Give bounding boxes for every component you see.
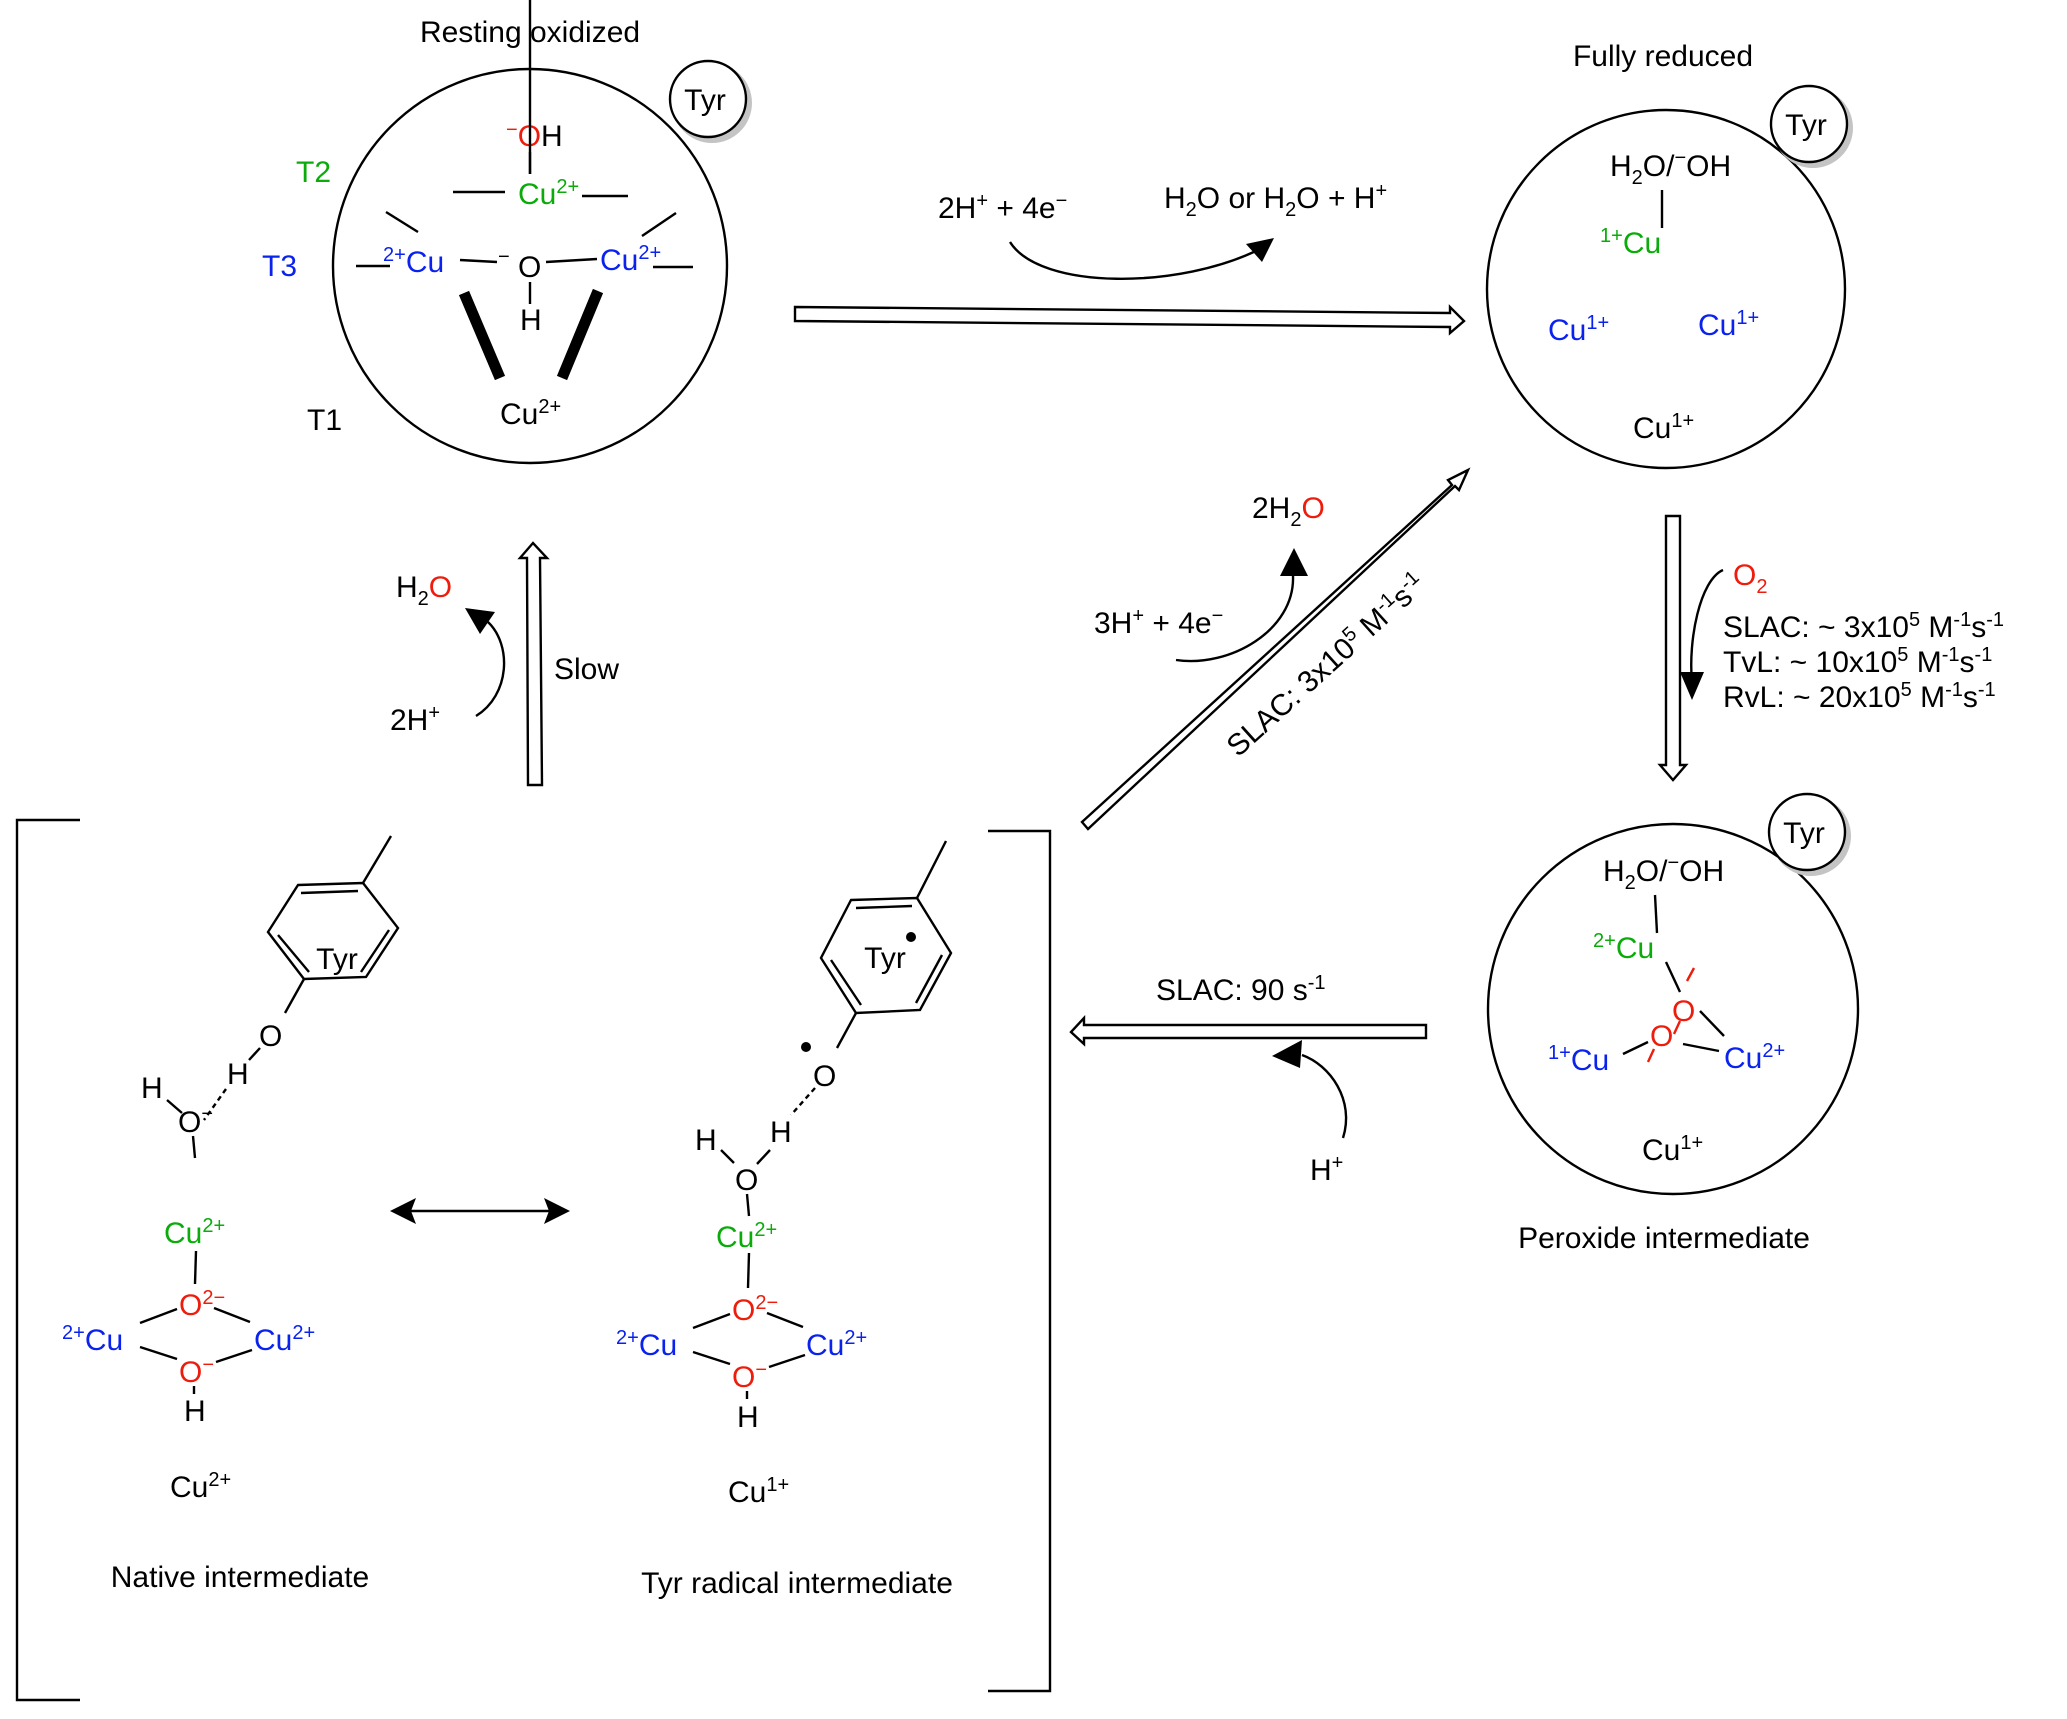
native-intermediate-title: Native intermediate <box>111 1561 369 1594</box>
water-hydroxide-ligand: H2O/−OH <box>1603 852 1724 894</box>
t1-copper: Cu1+ <box>1633 410 1694 445</box>
t3-left-copper: 2+Cu <box>383 244 444 279</box>
t1-copper: Cu2+ <box>500 396 561 431</box>
svg-text:Tyr: Tyr <box>864 942 906 975</box>
bridging-hydroxide-o: −O <box>498 246 541 284</box>
t1-copper: Cu2+ <box>170 1469 231 1504</box>
t3-right-copper: Cu2+ <box>600 242 661 277</box>
fully-reduced-state: Fully reduced Tyr H2O/−OH 1+Cu Cu1+ Cu1+… <box>1485 40 1853 470</box>
slow-label: Slow <box>554 653 619 686</box>
peroxo-oxygen-1: O <box>1672 995 1695 1028</box>
radical-dot-icon <box>906 932 916 942</box>
t3-left-copper: 1+Cu <box>1548 1042 1609 1077</box>
t1-copper: Cu1+ <box>1642 1132 1703 1167</box>
resonance-double-arrow <box>390 1198 570 1224</box>
t2-copper: Cu2+ <box>518 176 579 211</box>
fully-reduced-title: Fully reduced <box>1573 40 1753 73</box>
hydroxo-bridge: O− <box>179 1354 214 1389</box>
t1-copper: Cu1+ <box>728 1474 789 1509</box>
peroxide-intermediate-state: Tyr H2O/−OH 2+Cu O O 1+Cu Cu2+ Cu1+ Pero… <box>1486 792 1860 1255</box>
oxo-bridge: O2− <box>732 1292 778 1327</box>
native-reduction-reactants: 3H+ + 4e− <box>1094 605 1223 640</box>
t2-copper: Cu2+ <box>164 1215 225 1250</box>
peroxide-decay-rate: SLAC: 90 s-1 <box>1156 972 1326 1007</box>
reduction-products: H2O or H2O + H+ <box>1164 180 1387 221</box>
svg-text:Tyr: Tyr <box>1785 109 1827 142</box>
o2-reagent: O2 <box>1733 559 1767 598</box>
phenoxyl-oxygen: O <box>813 1060 836 1093</box>
native-reduction-reaction-arrow: 3H+ + 4e− 2H2O SLAC: 3x105 M-1s-1 <box>1080 467 1471 831</box>
tyrosine-ring: Tyr <box>266 835 400 1014</box>
tyr-badge: Tyr <box>668 59 752 143</box>
water-hydrogen-2: H <box>770 1116 792 1149</box>
hydroxo-hydrogen: H <box>737 1401 759 1434</box>
reduction-reaction-arrow: 2H+ + 4e− H2O or H2O + H+ <box>793 180 1466 336</box>
tyr-radical-intermediate-title: Tyr radical intermediate <box>641 1567 953 1600</box>
water-hydroxide-ligand: H2O/−OH <box>1610 147 1731 189</box>
phenol-oxygen: O <box>259 1020 282 1053</box>
svg-text:Tyr: Tyr <box>684 84 726 117</box>
peroxide-intermediate-title: Peroxide intermediate <box>1518 1222 1810 1255</box>
water-hydrogen: H <box>141 1072 163 1105</box>
bridging-hydroxide-h: H <box>520 304 542 337</box>
proton-reagent: H+ <box>1310 1152 1343 1187</box>
t3-right-copper: Cu2+ <box>1724 1040 1785 1075</box>
o2-binding-reaction-arrow: O2 SLAC: ~ 3x105 M-1s-1 TvL: ~ 10x105 M-… <box>1657 514 2004 782</box>
oxo-bridge: O2− <box>179 1287 225 1322</box>
native-reduction-rate: SLAC: 3x105 M-1s-1 <box>1219 566 1432 763</box>
phenol-hydrogen: H <box>227 1058 249 1091</box>
t2-copper: 2+Cu <box>1593 930 1654 965</box>
tyrosyl-ring: Tyr <box>819 840 953 1049</box>
water-oxygen: O− <box>178 1103 213 1139</box>
o2-rate-slac: SLAC: ~ 3x105 M-1s-1 <box>1723 609 2004 644</box>
t3-right-copper: Cu1+ <box>1698 307 1759 342</box>
water-oxygen: O <box>735 1164 758 1197</box>
svg-text:Tyr: Tyr <box>316 943 358 976</box>
t3-left-copper: 2+Cu <box>616 1327 677 1362</box>
peroxide-decay-reaction-arrow: SLAC: 90 s-1 H+ <box>1069 972 1428 1187</box>
hydroxo-hydrogen: H <box>184 1395 206 1428</box>
t2-hydroxide: −OH <box>506 119 563 153</box>
slow-decay-products: H2O <box>396 571 452 610</box>
slow-decay-reactants: 2H+ <box>390 702 440 737</box>
svg-text:Tyr: Tyr <box>1783 817 1825 850</box>
t2-copper: 1+Cu <box>1600 225 1661 260</box>
native-intermediate-state: Tyr O H H O− Cu2+ O2− 2+Cu Cu2+ O− H Cu2… <box>62 835 400 1594</box>
tyr-radical-intermediate-state: Tyr O H H O Cu2+ O2− 2+Cu Cu2+ O− H Cu1+… <box>616 840 953 1600</box>
peroxo-oxygen-2: O <box>1650 1020 1673 1053</box>
t3-left-copper: Cu1+ <box>1548 312 1609 347</box>
slow-decay-reaction-arrow: Slow 2H+ H2O <box>390 541 619 787</box>
water-hydrogen-1: H <box>695 1124 717 1157</box>
site-label-t2: T2 <box>296 156 331 189</box>
t2-copper: Cu2+ <box>716 1219 777 1254</box>
o2-rate-rvl: RvL: ~ 20x105 M-1s-1 <box>1723 679 1996 714</box>
radical-dot-icon <box>801 1042 811 1052</box>
o2-rate-tvl: TvL: ~ 10x105 M-1s-1 <box>1723 644 1992 679</box>
resting-oxidized-state: Resting oxidized Tyr T2 T3 T1 −OH Cu2+ 2… <box>262 0 752 465</box>
native-reduction-products: 2H2O <box>1252 492 1325 531</box>
t3-right-copper: Cu2+ <box>806 1327 867 1362</box>
tyr-badge: Tyr <box>1769 84 1853 168</box>
t3-right-copper: Cu2+ <box>254 1322 315 1357</box>
site-label-t1: T1 <box>307 404 342 437</box>
site-label-t3: T3 <box>262 250 297 283</box>
reduction-reactants: 2H+ + 4e− <box>938 190 1067 225</box>
hydroxo-bridge: O− <box>732 1359 767 1394</box>
t3-left-copper: 2+Cu <box>62 1322 123 1357</box>
intermediate-brackets <box>15 818 1052 1702</box>
tyr-badge: Tyr <box>1767 792 1851 876</box>
